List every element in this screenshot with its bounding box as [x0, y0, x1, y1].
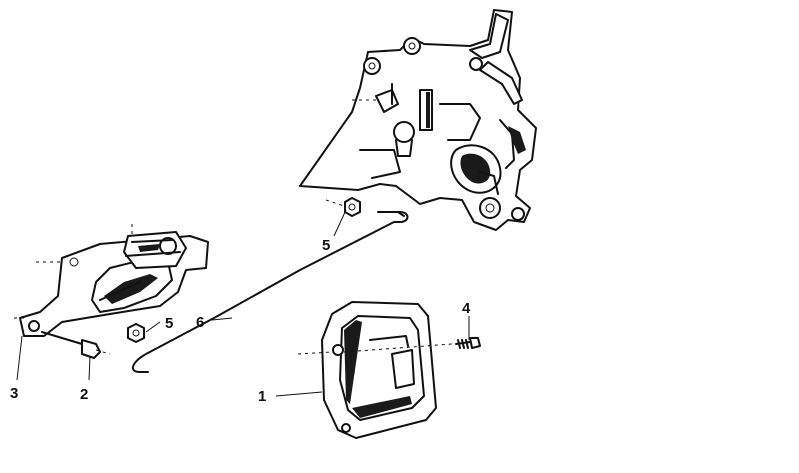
screw-self-tapping: [455, 337, 481, 349]
leader-lines: [16, 209, 470, 397]
handle-bezel: [297, 301, 481, 439]
callout-3: 3: [10, 385, 18, 402]
callout-5-lower: 5: [165, 315, 173, 332]
inner-door-handle: [14, 224, 209, 359]
callout-1: 1: [258, 388, 266, 405]
connecting-rod: [131, 211, 409, 373]
nut-upper: [344, 197, 361, 217]
screw-bolt: [41, 331, 111, 359]
nut-lower: [127, 323, 145, 343]
callout-2: 2: [80, 386, 88, 403]
callout-4: 4: [462, 300, 471, 317]
callout-5-upper: 5: [322, 237, 330, 254]
door-lock-assembly: [299, 9, 537, 231]
callout-6: 6: [196, 314, 204, 331]
callouts: 1 2 3 4 5 5 6: [10, 237, 471, 405]
